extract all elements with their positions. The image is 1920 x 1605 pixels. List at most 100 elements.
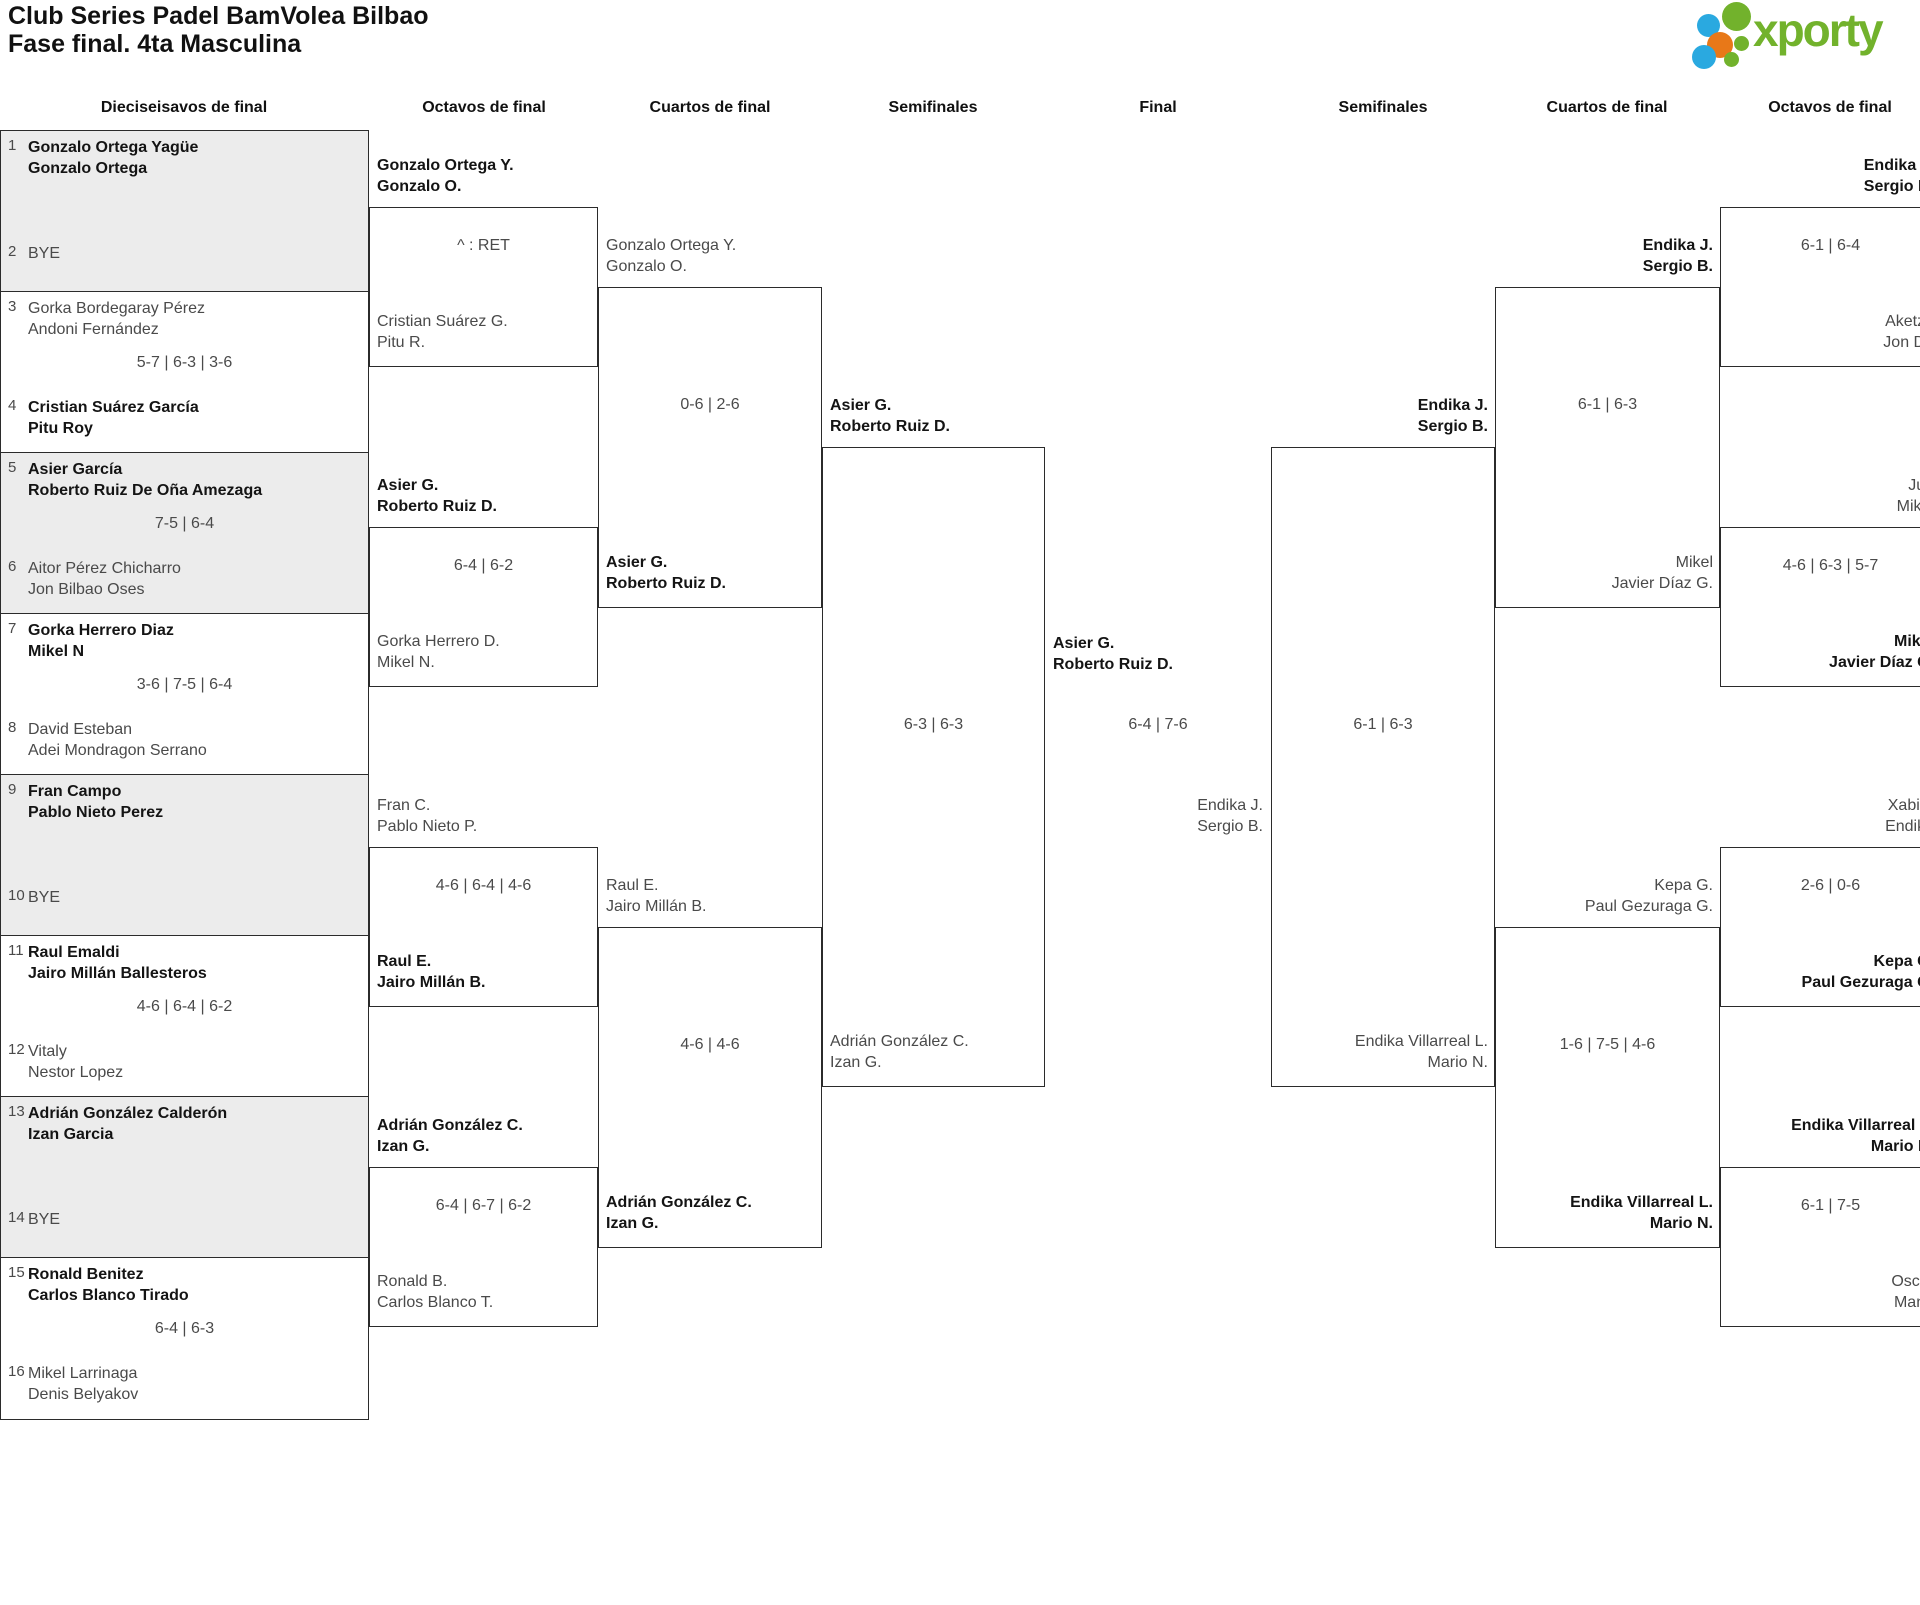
team-name: Carlos Blanco Tirado xyxy=(28,1287,189,1304)
team-name: Mikel N xyxy=(28,643,85,660)
team-name: Gorka Herrero D. xyxy=(377,633,500,650)
team-name: Asier G. xyxy=(830,397,892,414)
team-name: Fran C. xyxy=(377,797,431,814)
team-name: Jairo Millán Ballesteros xyxy=(28,965,207,982)
team-name: Gonzalo Ortega Y. xyxy=(377,157,514,174)
seed-number: 15 xyxy=(8,1264,25,1281)
team-pair: Asier G.Roberto Ruiz D. xyxy=(830,395,950,437)
team-pair: Cristian Suárez G.Pitu R. xyxy=(377,311,508,353)
seed-number: 2 xyxy=(8,243,17,260)
team-name: Roberto Ruiz D. xyxy=(606,575,726,592)
match-score: 6-1 | 6-3 xyxy=(1577,396,1638,413)
match-box-cuartos-left-1 xyxy=(598,287,822,608)
team-name: Mario N. xyxy=(1427,1054,1488,1071)
team-name: Roberto Ruiz D. xyxy=(1053,656,1173,673)
tournament-name: Club Series Padel BamVolea Bilbao xyxy=(8,2,429,30)
team-name: Endika Villarreal L. xyxy=(1354,1033,1488,1050)
team-name: Endika J. xyxy=(1417,397,1488,414)
team-name: Asier G. xyxy=(1053,635,1115,652)
round-header-octavos-right: Octavos de final xyxy=(1768,99,1892,116)
team-pair: Endika Villarreal L. Mario N. xyxy=(1355,1031,1488,1073)
team-name: Gorka Herrero Diaz xyxy=(28,622,174,639)
team-name: Pitu R. xyxy=(377,334,426,351)
team-name: Mikel Larrinaga xyxy=(28,1365,138,1382)
logo-dot-green-3 xyxy=(1724,52,1739,67)
team-pair: Fran C.Pablo Nieto P. xyxy=(377,795,477,837)
seed-number: 7 xyxy=(8,620,17,637)
round-header-octavos-left: Octavos de final xyxy=(422,99,546,116)
match-box-cuartos-right-2 xyxy=(1495,927,1720,1248)
team-name: BYE xyxy=(28,245,61,262)
match-box-cuartos-left-2 xyxy=(598,927,822,1248)
seed-number: 16 xyxy=(8,1363,25,1380)
team-name: Denis Belyakov xyxy=(28,1386,139,1403)
team-pair: Gonzalo Ortega Y.Gonzalo O. xyxy=(606,235,736,277)
team-pair-final-winner: Asier G. Roberto Ruiz D. xyxy=(1053,633,1173,675)
team-name: Gonzalo O. xyxy=(606,258,687,275)
team-name: Adrián González C. xyxy=(606,1194,752,1211)
match-score: 6-1 | 6-3 xyxy=(1353,716,1413,733)
team-name: Pablo Nieto Perez xyxy=(28,804,164,821)
match-score: 1-6 | 7-5 | 4-6 xyxy=(1559,1036,1656,1053)
team-name: Javier Díaz G. xyxy=(1611,575,1713,592)
round-header-semifinal-left: Semifinales xyxy=(888,99,978,116)
seed-number: 13 xyxy=(8,1103,25,1120)
team-pair: Endika Villarreal L.Mario N. xyxy=(1791,1115,1920,1157)
team-name: Cristian Suárez García xyxy=(28,399,199,416)
team-pair: Adrián González C. Izan G. xyxy=(606,1192,752,1234)
team-pair: Asier G.Roberto Ruiz D. xyxy=(377,475,497,517)
team-name: Javier Díaz G. xyxy=(1829,654,1920,671)
round-header-semifinal-right: Semifinales xyxy=(1338,99,1428,116)
seed-number: 5 xyxy=(8,459,17,476)
team-name: Jairo Millán B. xyxy=(606,898,707,915)
team-name: Adei Mondragon Serrano xyxy=(28,742,207,759)
team-name: Gonzalo Ortega xyxy=(28,160,148,177)
team-pair: Kepa G.Paul Gezuraga G. xyxy=(1802,951,1920,993)
team-name: Ronald B. xyxy=(377,1273,448,1290)
seed-number: 3 xyxy=(8,298,17,315)
team-name: Sergio B. xyxy=(1197,818,1263,835)
team-pair: Asier G.Roberto Ruiz D. xyxy=(606,552,726,594)
phase-category: Fase final. 4ta Masculina xyxy=(8,30,302,58)
team-name: Endika J. xyxy=(1863,157,1920,174)
logo-dot-blue-2 xyxy=(1692,45,1716,69)
team-name: Endika J. xyxy=(1642,237,1713,254)
team-pair: Endika J.Sergio B. xyxy=(1643,235,1713,277)
team-pair: Raul E.Jairo Millán B. xyxy=(606,875,706,917)
team-pair-final-runnerup: Endika J.Sergio B. xyxy=(1197,795,1263,837)
match-score: 4-6 | 6-4 | 6-2 xyxy=(136,998,233,1015)
team-name: Ronald Benitez xyxy=(28,1266,144,1283)
team-name: Izan G. xyxy=(606,1215,659,1232)
team-pair: Gonzalo Ortega Y.Gonzalo O. xyxy=(377,155,514,197)
team-name: Raul Emaldi xyxy=(28,944,120,961)
team-name: Endika xyxy=(1885,818,1920,835)
team-pair: Endika J.Sergio B. xyxy=(1418,395,1488,437)
team-name: Mikel xyxy=(1896,498,1920,515)
match-box-octavos-right-4 xyxy=(1720,1167,1920,1327)
team-name: Jairo Millán B. xyxy=(377,974,486,991)
match-box-octavos-left-1 xyxy=(369,207,598,367)
team-pair: OscarManu xyxy=(1891,1271,1920,1313)
logo-dot-green-1 xyxy=(1722,2,1751,31)
seed-number: 8 xyxy=(8,719,17,736)
team-name: Mario N. xyxy=(1870,1138,1920,1155)
team-name: Jon Bilbao Oses xyxy=(28,581,145,598)
match-score: 6-3 | 6-3 xyxy=(903,716,964,733)
team-pair: Adrián González C.Izan G. xyxy=(830,1031,969,1073)
match-score: 2-6 | 0-6 xyxy=(1800,877,1861,894)
match-score: 4-6 | 4-6 xyxy=(680,1036,740,1053)
